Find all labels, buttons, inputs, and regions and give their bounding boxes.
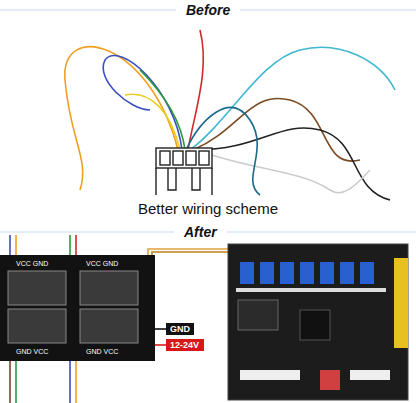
section-heading: After <box>174 224 227 240</box>
power-label: 12-24V <box>170 340 200 350</box>
hub-board: VCC GND VCC GND GND VCC GND VCC <box>0 255 155 361</box>
pin-label: VCC GND <box>16 260 48 267</box>
gnd-box: GND <box>166 323 194 335</box>
power-wire <box>155 344 166 346</box>
power-label: GND <box>170 324 190 334</box>
control-board <box>228 244 408 400</box>
section-heading: Before <box>176 2 240 18</box>
caption-text: Better wiring scheme <box>138 200 278 217</box>
pin-label: VCC GND <box>86 260 118 267</box>
pin-label: GND VCC <box>86 348 118 355</box>
connector-housing <box>156 148 212 195</box>
relay-modules <box>0 255 155 361</box>
pin-label: GND VCC <box>16 348 48 355</box>
voltage-box: 12-24V <box>166 339 204 351</box>
messy-wires <box>65 30 395 200</box>
power-wire <box>155 328 166 330</box>
